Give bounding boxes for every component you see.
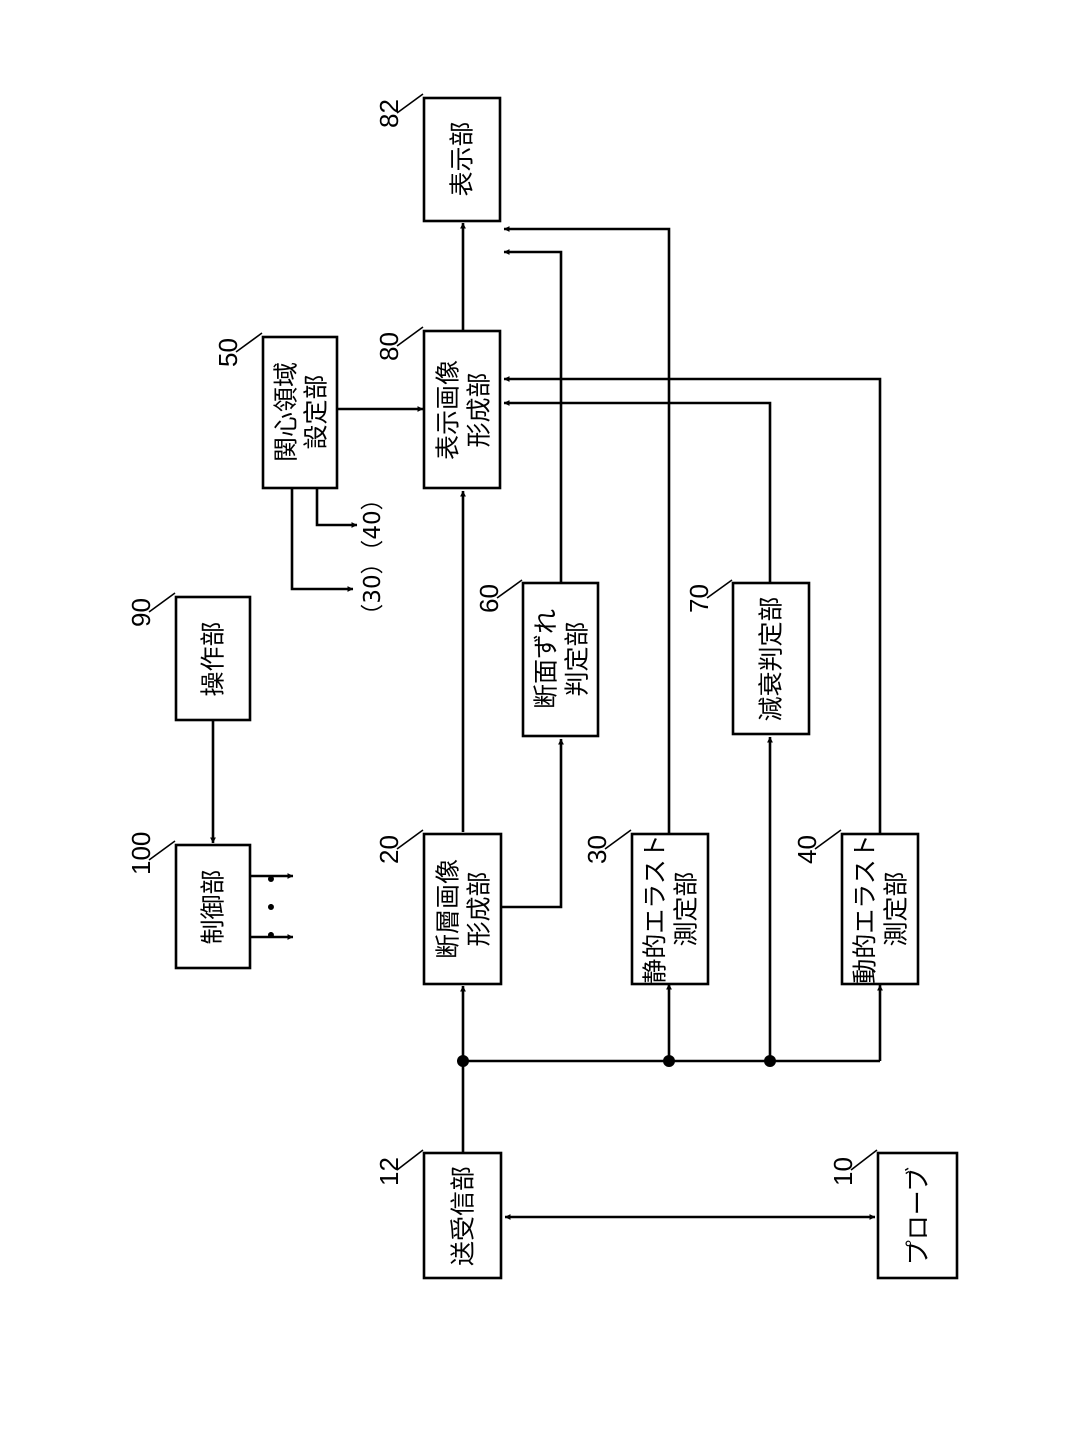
transceiver-number: 12 [374,1157,404,1186]
display-image-former-label-1: 表示画像 [434,360,463,460]
static-to-display-former-arrow [504,229,669,834]
display-image-former-block: 表示画像 形成部 80 [374,327,500,488]
section-shift-judge-label-1: 断面ずれ [532,609,561,709]
roi-to-static-arrow [292,488,353,589]
section-shift-judge-block: 断面ずれ 判定部 60 [474,580,598,736]
tomogram-former-number: 20 [374,835,404,864]
roi-output-ref-40: （40） [360,487,386,562]
dynamic-elasto-block: 動的エラスト 測定部 40 [792,830,918,984]
operation-label: 操作部 [199,621,228,696]
display-block: 表示部 82 [374,94,500,221]
tomogram-to-section-judge-arrow [499,739,561,907]
attenuation-to-display-former-arrow [504,403,770,583]
probe-block: プローブ 10 [828,1150,957,1278]
section-shift-judge-label-2: 判定部 [563,621,592,696]
controller-label: 制御部 [199,869,228,944]
probe-label: プローブ [904,1167,933,1266]
probe-number: 10 [828,1157,858,1186]
dynamic-elasto-number: 40 [792,835,822,864]
display-label: 表示部 [448,121,477,196]
attenuation-judge-number: 70 [684,584,714,613]
roi-to-dynamic-arrow [317,488,357,525]
display-number: 82 [374,99,404,128]
dynamic-elasto-label-2: 測定部 [882,871,911,946]
attenuation-judge-label: 減衰判定部 [757,596,786,721]
section-shift-judge-number: 60 [474,584,504,613]
display-image-former-number: 80 [374,332,404,361]
roi-setter-number: 50 [213,338,243,367]
roi-setter-label-1: 関心領域 [272,362,301,462]
roi-setter-block: 関心領域 設定部 50 [213,333,337,488]
controller-block: 制御部 100 ・・・ [126,832,289,968]
transceiver-label: 送受信部 [449,1166,478,1266]
dynamic-elasto-label-1: 動的エラスト [851,834,880,984]
static-elasto-label-1: 静的エラスト [641,834,670,984]
attenuation-judge-block: 減衰判定部 70 [684,580,809,734]
static-elasto-block: 静的エラスト 測定部 30 [582,830,708,984]
static-elasto-label-2: 測定部 [672,871,701,946]
operation-number: 90 [126,598,156,627]
tomogram-former-block: 断層画像 形成部 20 [374,830,501,984]
controller-more-outputs: ・・・ [256,865,289,949]
transceiver-block: 送受信部 12 [374,1150,501,1278]
tomogram-former-label-1: 断層画像 [434,859,463,959]
tomogram-former-label-2: 形成部 [465,871,494,946]
static-elasto-number: 30 [582,835,612,864]
operation-block: 操作部 90 [126,593,250,720]
controller-number: 100 [126,832,156,875]
roi-setter-label-2: 設定部 [302,374,331,449]
display-image-former-label-2: 形成部 [465,372,494,447]
section-judge-to-display-former-arrow [504,252,561,583]
